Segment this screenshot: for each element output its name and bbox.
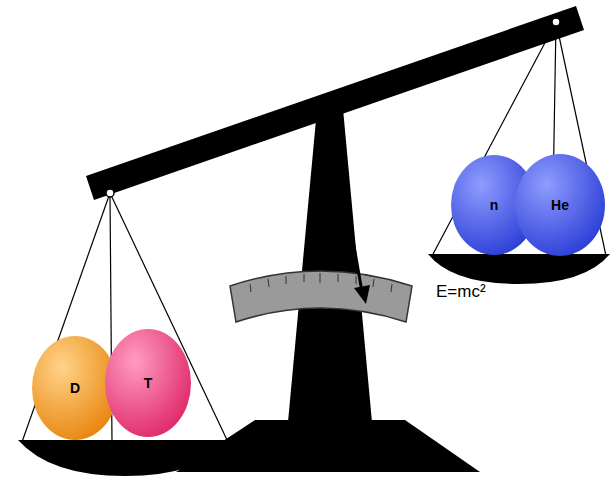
gauge-ticks [250,273,392,292]
pointer [330,108,362,292]
particle-symbol: D [70,380,80,396]
particle-symbol: n [490,197,499,213]
particle-symbol: T [144,375,153,391]
pan-strings [22,22,606,442]
hook [552,18,560,26]
ball [105,329,191,437]
particle-symbol: He [551,197,569,213]
pillar [288,98,372,422]
ball [515,154,605,256]
left-pan [18,440,232,476]
gauge [230,271,412,322]
right-pan [428,254,610,284]
particle-ball: T [105,329,191,437]
equation-label: E=mc² [436,282,486,302]
ball [32,336,118,440]
hook [106,189,114,197]
pointer-head [354,285,370,304]
particle-ball: He [515,154,605,256]
particle-ball: D [32,336,118,440]
